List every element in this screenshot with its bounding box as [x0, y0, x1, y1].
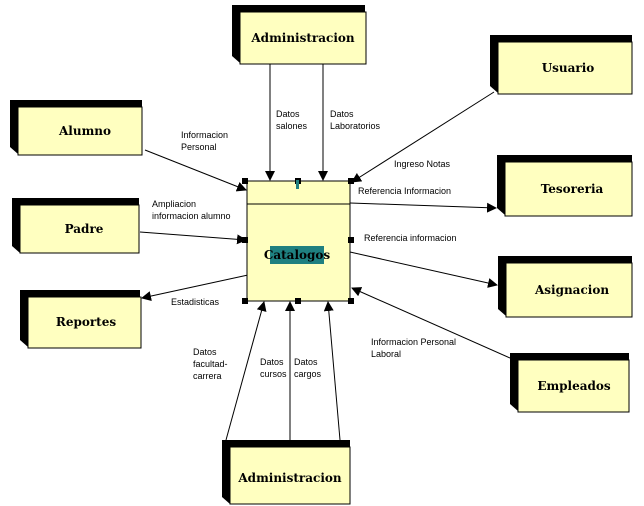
entity-label-reportes: Reportes [56, 315, 117, 329]
flow-line-informacion-personal [144, 149, 247, 192]
flow-line-referencia-informacion-asignacion [349, 251, 498, 288]
flow-line-ampliacion-informacion-alumno [139, 231, 247, 245]
entity-tesoreria[interactable]: Tesoreria [497, 155, 633, 217]
catalogos-label: Catalogos [264, 248, 331, 262]
entity-administracion-bottom[interactable]: Administracion [222, 440, 351, 505]
flow-label-ingreso-notas: Ingreso Notas [394, 159, 451, 169]
flow-label-ampliacion-informacion-alumno: Ampliacion informacion alumno [152, 199, 231, 221]
flow-line-datos-facultad-carrera [225, 301, 267, 441]
entity-label-tesoreria: Tesoreria [541, 182, 604, 196]
flow-line-referencia-informacion-tesoreria [349, 202, 497, 213]
flow-label-informacion-personal-laboral: Informacion Personal Laboral [371, 337, 459, 359]
flow-label-informacion-personal: Informacion Personal [181, 130, 231, 152]
entity-label-usuario: Usuario [542, 61, 595, 75]
flow-line-estadisticas [141, 274, 249, 301]
flow-line-datos-cargos [323, 301, 341, 441]
entity-empleados[interactable]: Empleados [510, 353, 630, 413]
entity-reportes[interactable]: Reportes [20, 290, 142, 349]
entity-label-padre: Padre [65, 222, 104, 236]
entity-label-administracion-top: Administracion [250, 31, 355, 45]
flow-label-referencia-informacion-asignacion: Referencia informacion [364, 233, 457, 243]
flow-label-estadisticas: Estadisticas [171, 297, 220, 307]
flow-lines [139, 64, 511, 441]
flow-label-referencia-informacion-tesoreria: Referencia Informacion [358, 186, 451, 196]
entity-alumno[interactable]: Alumno [10, 100, 143, 156]
flow-label-datos-cargos: Datos cargos [294, 357, 322, 379]
entity-label-asignacion: Asignacion [534, 283, 609, 297]
catalogos-process[interactable]: Catalogos [242, 178, 354, 304]
flow-label-datos-facultad-carrera: Datos facultad- carrera [193, 347, 230, 381]
flow-line-ingreso-notas [351, 91, 495, 183]
entity-usuario[interactable]: Usuario [490, 35, 633, 95]
flow-line-informacion-personal-laboral [351, 287, 511, 359]
flow-label-datos-laboratorios: Datos Laboratorios [330, 109, 381, 131]
flow-labels: Datos salones Datos Laboratorios Informa… [152, 109, 459, 381]
flow-label-datos-cursos: Datos cursos [260, 357, 287, 379]
entity-padre[interactable]: Padre [12, 198, 140, 254]
catalogos-label-highlight [270, 246, 324, 264]
entity-asignacion[interactable]: Asignacion [498, 256, 633, 318]
entity-administracion-top[interactable]: Administracion [232, 5, 367, 65]
entity-label-alumno: Alumno [58, 124, 111, 138]
entity-label-administracion-bottom: Administracion [237, 471, 342, 485]
flow-label-datos-salones: Datos salones [276, 109, 308, 131]
text-cursor [296, 180, 299, 189]
entity-label-empleados: Empleados [537, 379, 611, 393]
